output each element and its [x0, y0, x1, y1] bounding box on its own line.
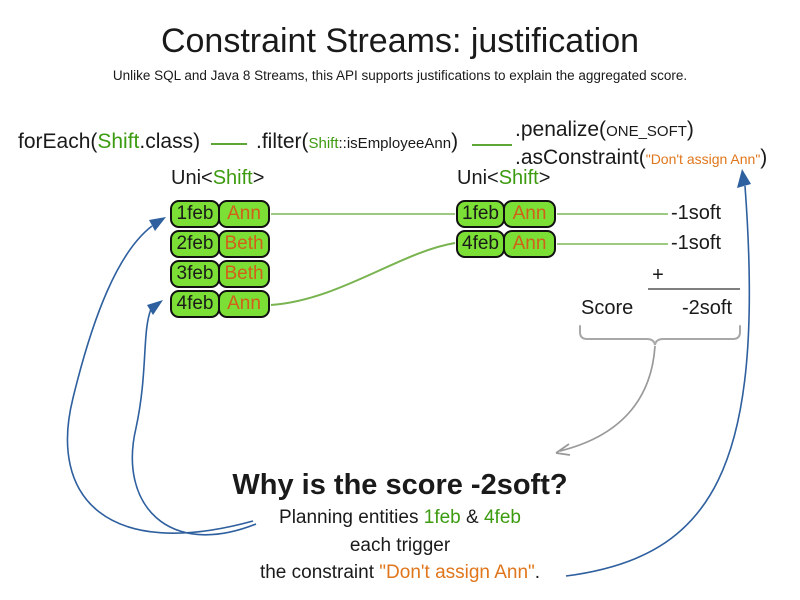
filter-call: .filter(Shift::isEmployeeAnn) [256, 130, 458, 154]
line1-entity2: 4feb [483, 507, 521, 528]
left-type-suffix: > [252, 167, 265, 189]
right-type-class: Shift [498, 167, 539, 189]
foreach-class: Shift [97, 130, 140, 153]
plus-sign: + [652, 264, 664, 286]
table-cell-name: Ann [218, 200, 270, 228]
penalize-suffix: ) [686, 118, 694, 141]
filter-suffix: ) [451, 130, 459, 153]
page-title: Constraint Streams: justification [160, 22, 640, 60]
penalize-call: .penalize(ONE_SOFT) [515, 118, 694, 142]
table-cell-name: Beth [218, 260, 270, 288]
penalty-value-1: -1soft [671, 202, 722, 224]
foreach-call: forEach(Shift.class) [18, 130, 200, 154]
score-value: -2soft [682, 297, 733, 319]
score-to-why-arrowhead-icon [555, 443, 571, 456]
table-cell-name: Ann [503, 200, 556, 228]
table-cell-date: 3feb [170, 260, 220, 288]
explanation-line-2: each trigger [349, 535, 451, 556]
entity-arrow-4feb-head-icon [147, 300, 163, 315]
constraint-arrow-head-icon [737, 169, 751, 188]
left-type-prefix: Uni< [171, 167, 213, 189]
filter-class: Shift [308, 135, 339, 152]
score-label: Score [581, 297, 634, 319]
table-cell-name: Ann [503, 230, 556, 258]
asconstraint-prefix: .asConstraint( [515, 146, 646, 169]
line3-prefix: the constraint [259, 562, 380, 583]
score-brace [579, 325, 741, 346]
line3-constraint: "Don't assign Ann" [379, 562, 535, 583]
filter-method: ::isEmployeeAnn [338, 135, 452, 152]
table-cell-date: 4feb [456, 230, 505, 258]
line1-prefix: Planning entities [279, 507, 424, 528]
foreach-suffix: .class) [139, 130, 201, 153]
explanation-line-3: the constraint "Don't assign Ann". [0, 562, 800, 584]
asconstraint-call: .asConstraint("Don't assign Ann") [515, 146, 767, 170]
penalize-arg: ONE_SOFT [606, 123, 687, 140]
penalize-prefix: .penalize( [515, 118, 607, 141]
table-cell-date: 1feb [456, 200, 505, 228]
filter-prefix: .filter( [256, 130, 309, 153]
right-type-prefix: Uni< [457, 167, 499, 189]
table-cell-name: Ann [218, 290, 270, 318]
right-type-suffix: > [538, 167, 551, 189]
why-heading: Why is the score -2soft? [232, 469, 568, 501]
explanation-line-1: Planning entities 1feb & 4feb [0, 507, 800, 529]
right-type-label: Uni<Shift> [457, 167, 550, 190]
table-cell-date: 1feb [170, 200, 220, 228]
line1-entity1: 1feb [423, 507, 461, 528]
entity-arrow-1feb-head-icon [149, 217, 166, 231]
line1-amp: & [460, 507, 484, 528]
left-type-class: Shift [212, 167, 253, 189]
line3-suffix: . [534, 562, 541, 583]
table-cell-name: Beth [218, 230, 270, 258]
table-cell-date: 4feb [170, 290, 220, 318]
connector-4feb-curve [270, 242, 456, 306]
page-subtitle: Unlike SQL and Java 8 Streams, this API … [112, 68, 688, 83]
foreach-prefix: forEach( [18, 130, 98, 153]
score-to-why-arrow [559, 345, 656, 452]
asconstraint-suffix: ) [760, 146, 768, 169]
penalty-value-2: -1soft [671, 232, 722, 254]
table-cell-date: 2feb [170, 230, 220, 258]
asconstraint-arg: "Don't assign Ann" [645, 151, 761, 167]
left-type-label: Uni<Shift> [171, 167, 264, 190]
